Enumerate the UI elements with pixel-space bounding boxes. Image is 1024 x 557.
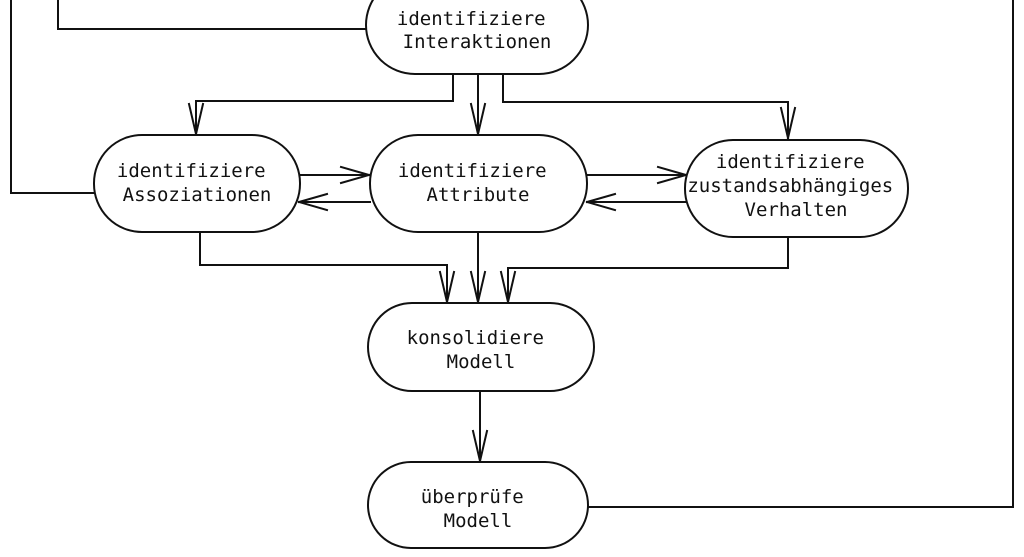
- node-assoziationen-line2: Assoziationen: [123, 184, 272, 206]
- node-verhalten-line1: identifiziere: [716, 151, 865, 173]
- node-verhalten-line3: Verhalten: [745, 199, 848, 221]
- node-interaktionen-line2: Interaktionen: [403, 31, 552, 53]
- node-attribute-shape: [369, 134, 588, 233]
- edge-attribute-to-konsolidiere-arrowhead: [469, 270, 487, 304]
- node-attribute-line1: identifiziere: [398, 160, 547, 182]
- node-verhalten: identifiziere zustandsabhängiges Verhalt…: [684, 139, 909, 238]
- edge-ueberpruefe-feedback-loop: [587, 0, 1014, 508]
- node-interaktionen-label: identifiziere Interaktionen: [397, 8, 557, 53]
- node-ueberpruefe-line2: Modell: [444, 510, 513, 532]
- edge-verhalten-to-konsolidiere: [507, 236, 789, 303]
- node-interaktionen: identifiziere Interaktionen: [365, 0, 589, 75]
- node-interaktionen-shape: [365, 0, 589, 75]
- node-verhalten-line2: zustandsabhängiges: [687, 175, 893, 197]
- node-konsolidiere-shape: [367, 302, 595, 392]
- node-verhalten-label: identifiziere zustandsabhängiges Verhalt…: [687, 151, 904, 221]
- node-attribute: identifiziere Attribute: [369, 134, 588, 233]
- edge-assoziationen-to-attribute-arrowhead: [339, 165, 371, 185]
- node-konsolidiere: konsolidiere Modell: [367, 302, 595, 392]
- node-konsolidiere-line1: konsolidiere: [407, 327, 544, 349]
- node-ueberpruefe-label: überprüfe Modell: [421, 486, 535, 532]
- edge-verhalten-to-attribute-arrowhead: [585, 192, 617, 212]
- edge-interaktionen-to-assoziationen: [195, 73, 454, 135]
- edge-assoziationen-to-konsolidiere: [199, 231, 448, 303]
- node-konsolidiere-line2: Modell: [447, 351, 516, 373]
- node-ueberpruefe: überprüfe Modell: [367, 461, 589, 549]
- node-ueberpruefe-line1: überprüfe: [421, 486, 524, 508]
- node-attribute-label: identifiziere Attribute: [398, 160, 558, 206]
- node-verhalten-shape: [684, 139, 909, 238]
- edge-offscreen-to-assoziationen: [10, 0, 97, 194]
- edge-interaktionen-to-attribute-arrowhead: [469, 102, 487, 136]
- node-attribute-line2: Attribute: [427, 184, 530, 206]
- edge-attribute-to-verhalten-arrowhead: [656, 165, 688, 185]
- node-assoziationen: identifiziere Assoziationen: [93, 134, 301, 233]
- edge-offscreen-to-interaktionen: [57, 0, 368, 30]
- edge-verhalten-to-konsolidiere-arrowhead: [499, 270, 517, 304]
- edge-interaktionen-to-verhalten: [502, 73, 789, 139]
- node-interaktionen-line1: identifiziere: [397, 8, 546, 30]
- node-assoziationen-label: identifiziere Assoziationen: [117, 160, 277, 206]
- edge-assoziationen-to-konsolidiere-arrowhead: [438, 270, 456, 304]
- edge-interaktionen-to-verhalten-arrowhead: [779, 106, 797, 140]
- node-ueberpruefe-shape: [367, 461, 589, 549]
- node-assoziationen-shape: [93, 134, 301, 233]
- edge-interaktionen-to-assoziationen-arrowhead: [187, 102, 205, 136]
- edge-attribute-to-assoziationen-arrowhead: [297, 192, 329, 212]
- node-assoziationen-line1: identifiziere: [117, 160, 266, 182]
- node-konsolidiere-label: konsolidiere Modell: [407, 327, 556, 373]
- edge-konsolidiere-to-ueberpruefe-arrowhead: [471, 429, 489, 463]
